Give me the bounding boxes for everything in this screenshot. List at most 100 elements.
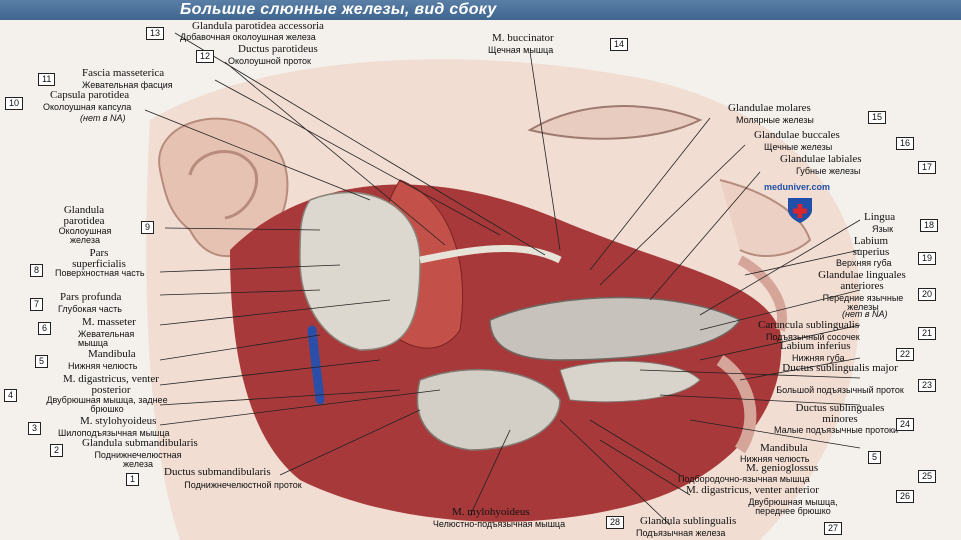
label-17-latin: Glandulae labiales	[780, 153, 862, 165]
label-23-latin: Ductus sublingualis major	[782, 362, 898, 374]
label-21-latin: Caruncula sublingualis	[758, 319, 860, 331]
tongue	[489, 296, 742, 361]
label-18-latin: Lingua	[864, 211, 896, 223]
label-1-number: 1	[126, 473, 140, 486]
label-24-number: 24	[896, 418, 915, 431]
label-7-latin: Pars profunda	[60, 291, 122, 303]
label-4-number: 4	[4, 389, 18, 402]
label-16-number: 16	[896, 137, 915, 150]
label-18-number: 18	[920, 219, 939, 232]
label-25-russian: Подбородочно-язычная мышца	[678, 474, 810, 484]
label-22-russian: Нижняя губа	[792, 353, 845, 363]
submandibular-gland	[416, 368, 561, 451]
label-25-number: 25	[918, 470, 937, 483]
label-1-latin: Ductus submandibularis	[164, 466, 271, 478]
label-9-russian: Околоушная железа	[58, 226, 112, 245]
label-13-russian: Добавочная околоушная железа	[180, 32, 316, 42]
label-10-latin: Capsula parotidea	[50, 89, 130, 101]
label-8-latin: Pars superficialis	[72, 247, 126, 270]
vein	[307, 325, 325, 405]
label-3-russian: Шилоподъязычная мышца	[58, 428, 170, 438]
label-12-latin: Ductus parotideus	[238, 43, 318, 55]
label-19-latin: Labium superius	[852, 235, 890, 258]
label-9-number: 9	[141, 221, 155, 234]
label-27-number: 27	[824, 522, 843, 535]
label-4-latin: M. digastricus, venter posterior	[63, 373, 159, 396]
label-27-russian: Подъязычная железа	[636, 528, 726, 538]
watermark-text: meduniver.com	[764, 182, 831, 192]
label-1-russian: Поднижнечелюстной проток	[184, 480, 302, 490]
label-13-latin: Glandula parotidea accessoria	[192, 20, 324, 32]
label-5-russian: Нижняя челюсть	[68, 361, 138, 371]
eye	[527, 105, 703, 140]
label-28-number: 28	[606, 516, 625, 529]
nose	[719, 179, 812, 257]
label-5-latin: Mandibula	[88, 348, 136, 360]
label-19-number: 19	[918, 252, 937, 265]
label-16-latin: Glandulae buccales	[754, 129, 840, 141]
label-20-russian: Передние язычные железы	[822, 293, 904, 312]
label-20-number: 20	[918, 288, 937, 301]
label-15-latin: Glandulae molares	[728, 102, 811, 114]
label-6-number: 6	[38, 322, 52, 335]
label-6-latin: M. masseter	[82, 316, 136, 328]
label-23-number: 23	[918, 379, 937, 392]
upper-lip	[737, 255, 787, 332]
label-26-russian: Двубрюшная мышца, переднее брюшко	[748, 497, 838, 516]
label-8-russian: Поверхностная часть	[55, 268, 145, 278]
label-5-number: 5	[35, 355, 49, 368]
label-7-russian: Глубокая часть	[58, 304, 122, 314]
label-21-number: 21	[918, 327, 937, 340]
sublingual-gland	[559, 360, 701, 403]
ear-fold	[188, 150, 258, 220]
label-25-latin: M. genioglossus	[746, 462, 819, 474]
label-12-number: 12	[196, 50, 215, 63]
label-20-note: (нет в NA)	[842, 309, 888, 319]
anatomy-illustration	[144, 32, 861, 540]
label-10-number: 10	[5, 97, 24, 110]
parotid-gland	[299, 191, 421, 351]
page-title: Большие слюнные железы, вид сбоку	[180, 1, 497, 18]
label-20-latin: Glandulae linguales anteriores	[818, 269, 906, 292]
label-4-russian: Двубрюшная мышца, заднее брюшко	[46, 395, 168, 414]
label-24-latin: Ductus sublinguales minores	[795, 402, 885, 425]
label-15-number: 15	[868, 111, 887, 124]
label-13-number: 13	[146, 27, 165, 40]
label-2-number: 2	[50, 444, 64, 457]
label-11-number: 11	[38, 73, 56, 86]
label-5b-russian: Нижняя челюсть	[740, 454, 810, 464]
label-19-russian: Верхняя губа	[836, 258, 892, 268]
label-28-russian: Челюстно-подъязычная мышца	[432, 519, 566, 529]
label-11-latin: Fascia masseterica	[82, 67, 165, 79]
meduniver-logo-icon	[788, 198, 812, 223]
label-12-russian: Околоушной проток	[228, 56, 311, 66]
label-14-latin: M. buccinator	[492, 32, 554, 44]
label-28-latin: M. mylohyoideus	[452, 506, 530, 518]
leader-lines	[144, 32, 861, 526]
lower-lip	[716, 355, 757, 454]
label-27-latin: Glandula sublingualis	[640, 515, 737, 527]
label-6-russian: Жевательная мышца	[78, 329, 135, 348]
label-10-note: (нет в NA)	[80, 113, 126, 123]
label-22-number: 22	[896, 348, 915, 361]
parotid-duct	[419, 245, 562, 264]
label-24-russian: Малые подъязычные протоки	[774, 425, 898, 435]
label-14-number: 14	[610, 38, 629, 51]
label-15-russian: Молярные железы	[736, 115, 814, 125]
label-22-latin: Labium inferius	[780, 340, 851, 352]
label-3-number: 3	[28, 422, 42, 435]
label-14-russian: Щечная мышца	[488, 45, 554, 55]
label-23-russian: Большой подъязычный проток	[776, 385, 904, 395]
label-17-russian: Губные железы	[796, 166, 861, 176]
label-21-russian: Подъязычный сосочек	[766, 332, 860, 342]
label-3-latin: M. stylohyoideus	[80, 415, 157, 427]
title-bar: Большие слюнные железы, вид сбоку	[0, 0, 961, 20]
label-2-russian: Поднижнечелюстная железа	[94, 450, 182, 469]
label-9-latin: Glandula parotidea	[63, 204, 105, 227]
label-5b-number: 5	[868, 451, 882, 464]
label-10-russian: Околоушная капсула	[43, 102, 132, 112]
label-26-number: 26	[896, 490, 915, 503]
label-26-latin: M. digastricus, venter anterior	[686, 484, 819, 496]
label-2-latin: Glandula submandibularis	[82, 437, 198, 449]
